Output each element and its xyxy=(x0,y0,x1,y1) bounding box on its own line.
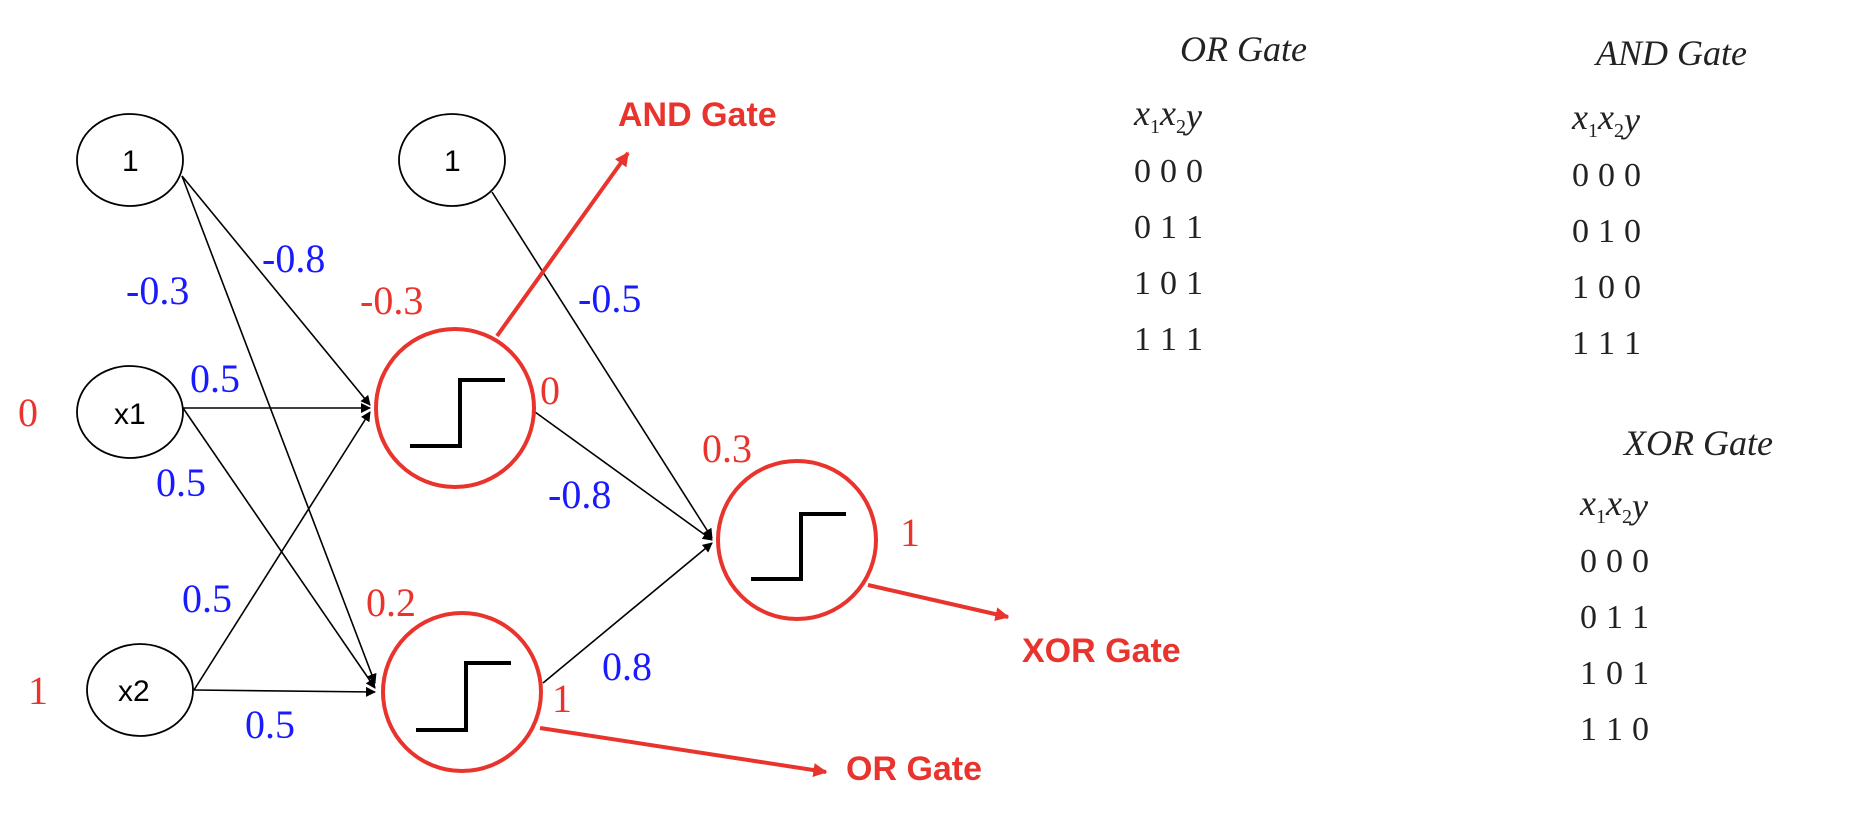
input-node-x1: x1 xyxy=(76,365,184,459)
hidden-bias-node-label: 1 xyxy=(444,145,461,178)
or-gate-label: OR Gate xyxy=(846,750,982,788)
weight-bias2-to-xor: -0.5 xyxy=(578,276,641,321)
and-gate-label: AND Gate xyxy=(618,96,777,134)
weight-x1-to-and: 0.5 xyxy=(190,356,240,401)
step-function-icon xyxy=(410,378,505,448)
neuron-or xyxy=(381,611,543,773)
weight-and-to-xor: -0.8 xyxy=(548,472,611,517)
table-header-y: y xyxy=(1631,486,1648,526)
arrow-to-or-gate-label xyxy=(539,726,828,778)
table-header-x2: x2 xyxy=(1597,97,1624,143)
input-node-x2-label: x2 xyxy=(118,675,150,708)
weight-x2-to-and: 0.5 xyxy=(182,576,232,621)
input-value-x1: 0 xyxy=(18,390,38,435)
table-header-y: y xyxy=(1623,100,1640,140)
threshold-xor: 0.3 xyxy=(702,426,752,471)
edge-bias-to-or xyxy=(181,175,377,684)
edge-x2-to-or xyxy=(193,686,376,697)
arrow-to-and-gate-label xyxy=(495,151,630,338)
edge-and-to-xor xyxy=(534,411,713,541)
edge-bias-to-and xyxy=(181,175,371,406)
input-node-x1-label: x1 xyxy=(114,398,146,431)
edge-x2-to-and xyxy=(193,411,371,691)
table-header-x1: x1 xyxy=(1580,483,1606,529)
threshold-or: 0.2 xyxy=(366,580,416,625)
input-value-x2: 1 xyxy=(28,668,48,713)
hidden-bias-node: 1 xyxy=(398,113,506,207)
weight-x1-to-or: 0.5 xyxy=(156,460,206,505)
xor-gate-table-title: XOR Gate xyxy=(1624,423,1773,463)
neuron-and xyxy=(374,327,536,489)
xor-gate-label: XOR Gate xyxy=(1022,632,1181,670)
weight-or-to-xor: 0.8 xyxy=(602,644,652,689)
input-node-bias: 1 xyxy=(76,113,184,207)
table-header-x1: x1 xyxy=(1572,97,1598,143)
output-and: 0 xyxy=(540,368,560,413)
input-node-bias-label: 1 xyxy=(122,145,139,178)
weight-x2-to-or: 0.5 xyxy=(245,702,295,747)
input-node-x2: x2 xyxy=(86,643,194,737)
and-gate-table-title: AND Gate xyxy=(1596,33,1747,73)
or-gate-table-title: OR Gate xyxy=(1180,29,1307,69)
table-header-x2: x2 xyxy=(1159,93,1186,139)
output-or: 1 xyxy=(552,676,572,721)
edge-bias2-to-xor xyxy=(491,191,713,539)
edge-or-to-xor xyxy=(542,542,713,684)
arrow-to-xor-gate-label xyxy=(867,583,1010,622)
output-xor: 1 xyxy=(900,510,920,555)
connections xyxy=(181,175,713,697)
threshold-and: -0.3 xyxy=(360,278,423,323)
step-function-icon xyxy=(416,661,511,732)
table-header-y: y xyxy=(1185,96,1202,136)
table-header-x1: x1 xyxy=(1134,93,1160,139)
edge-x1-to-or xyxy=(182,407,376,689)
step-function-icon xyxy=(751,512,846,581)
weight-bias-to-and: -0.8 xyxy=(262,236,325,281)
table-header-x2: x2 xyxy=(1605,483,1632,529)
weight-bias-to-or: -0.3 xyxy=(126,268,189,313)
neuron-xor xyxy=(716,459,878,621)
